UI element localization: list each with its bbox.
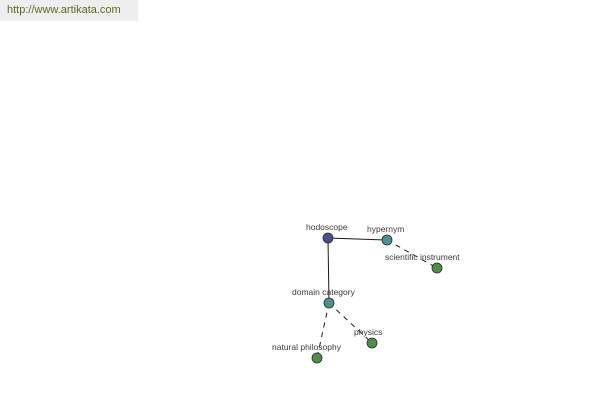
node-domain-category[interactable]: domain category [292, 287, 356, 309]
edge-hodoscope-domain-category [327, 237, 330, 304]
node-scientific-instrument-label: scientific instrument [385, 252, 460, 262]
node-physics-label: physics [354, 327, 382, 337]
node-natural-philosophy-label: natural philosophy [272, 342, 342, 352]
edge-hodoscope-hypernym [327, 237, 388, 241]
node-scientific-instrument[interactable]: scientific instrument [385, 252, 460, 274]
node-natural-philosophy-dot[interactable] [311, 352, 323, 364]
node-hypernym-dot[interactable] [381, 234, 393, 246]
edge-domain-category-physics [328, 302, 373, 344]
node-natural-philosophy[interactable]: natural philosophy [272, 342, 342, 364]
node-hypernym-label: hypernym [367, 224, 404, 234]
node-hodoscope-label: hodoscope [306, 222, 348, 232]
node-hypernym[interactable]: hypernym [367, 224, 404, 246]
node-physics[interactable]: physics [354, 327, 382, 349]
node-domain-category-label: domain category [292, 287, 356, 297]
node-domain-category-dot[interactable] [323, 297, 335, 309]
node-physics-dot[interactable] [366, 337, 378, 349]
node-hodoscope[interactable]: hodoscope [306, 222, 348, 244]
node-scientific-instrument-dot[interactable] [431, 262, 443, 274]
source-url-label[interactable]: http://www.artikata.com [0, 0, 138, 21]
node-hodoscope-dot[interactable] [322, 232, 334, 244]
